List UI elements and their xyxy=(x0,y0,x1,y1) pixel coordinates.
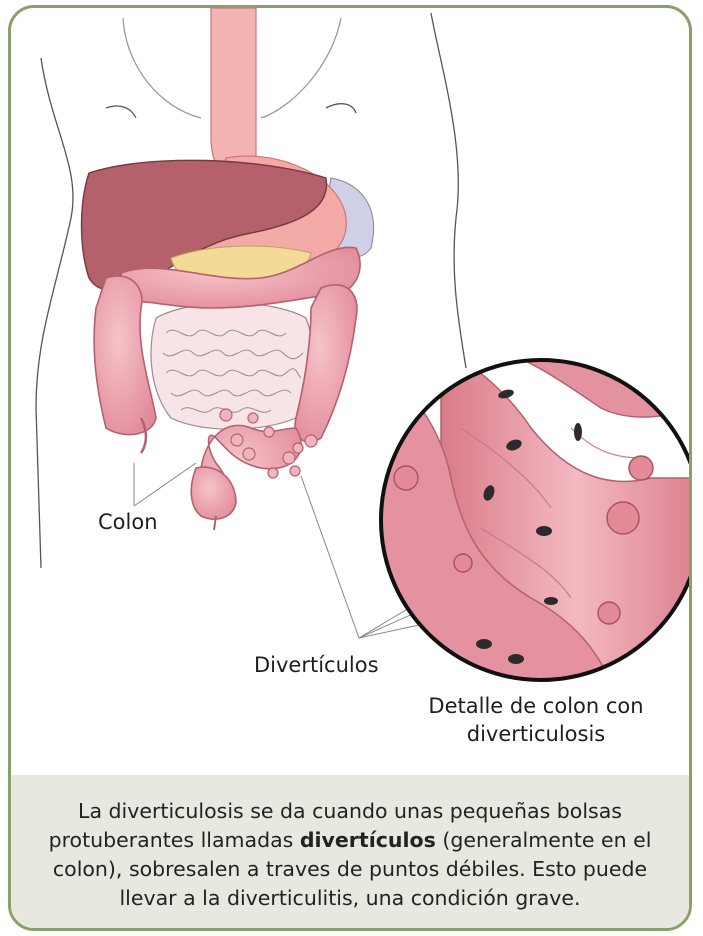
illustration-card: Colon Divertículos Detalle de colon con … xyxy=(8,5,692,931)
colon-detail-lens xyxy=(381,348,689,708)
caption-bold-term: divertículos xyxy=(300,828,436,852)
explanation-caption: La diverticulosis se da cuando unas pequ… xyxy=(11,775,689,931)
small-intestine xyxy=(151,303,313,429)
colon-label: Colon xyxy=(98,510,158,534)
caption-text: La diverticulosis se da cuando unas pequ… xyxy=(11,775,689,913)
detail-caption-label: Detalle de colon con diverticulosis xyxy=(391,692,681,748)
diverticulos-label: Divertículos xyxy=(254,653,379,677)
